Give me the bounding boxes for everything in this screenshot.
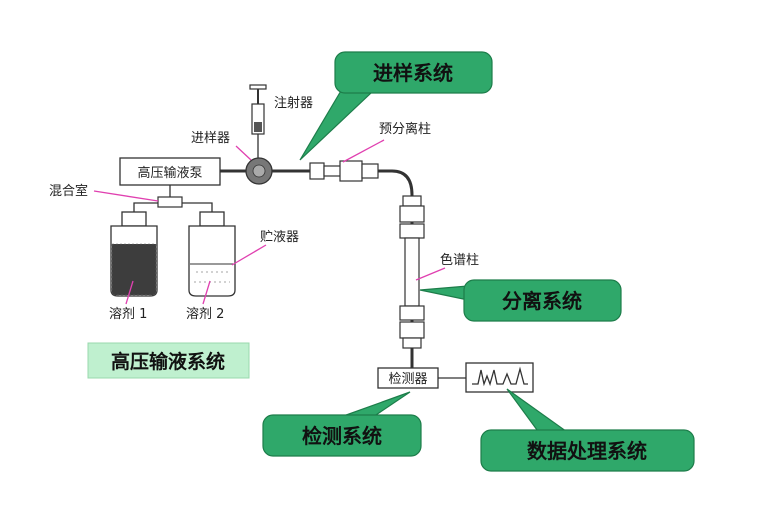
injector-label: 进样器 bbox=[191, 131, 230, 146]
pump-system-label-box: 高压输液系统 bbox=[87, 342, 250, 379]
chromatography-column bbox=[399, 195, 425, 349]
pump-label: 高压输液泵 bbox=[137, 165, 202, 181]
syringe bbox=[249, 84, 267, 158]
callout-detection-system: 检测系统 bbox=[262, 391, 422, 457]
separation-system-label: 分离系统 bbox=[502, 289, 582, 313]
solvent-bottle-2 bbox=[188, 211, 236, 297]
callout-data-system: 数据处理系统 bbox=[480, 388, 695, 472]
detection-system-label: 检测系统 bbox=[302, 424, 382, 448]
data-system-label: 数据处理系统 bbox=[527, 439, 647, 463]
solvent-bottle-1 bbox=[110, 211, 158, 297]
pump-system-label: 高压输液系统 bbox=[111, 350, 225, 373]
detector-box bbox=[377, 367, 439, 389]
solvent2-label: 溶剂 2 bbox=[186, 307, 224, 322]
injection-system-label: 进样系统 bbox=[373, 61, 453, 85]
callout-injection-system: 进样系统 bbox=[299, 51, 493, 161]
solvent1-label: 溶剂 1 bbox=[109, 307, 147, 322]
precolumn bbox=[309, 160, 379, 182]
column-label: 色谱柱 bbox=[440, 252, 479, 268]
callout-separation-system: 分离系统 bbox=[419, 279, 622, 322]
mixing-chamber bbox=[157, 196, 183, 208]
precolumn-label: 预分离柱 bbox=[379, 121, 431, 137]
reservoir-leader bbox=[231, 244, 267, 266]
precolumn-leader bbox=[342, 139, 385, 163]
column-leader bbox=[415, 267, 446, 281]
pump-box bbox=[119, 157, 221, 186]
chromatogram-plot bbox=[465, 362, 534, 393]
detector-label: 检测器 bbox=[388, 372, 427, 387]
mixer-label: 混合室 bbox=[49, 183, 88, 199]
solvent2-leader bbox=[202, 280, 211, 305]
solvent1-leader bbox=[125, 280, 134, 305]
reservoir-label: 贮液器 bbox=[260, 230, 299, 245]
syringe-label: 注射器 bbox=[274, 95, 313, 111]
injector-leader bbox=[235, 145, 252, 161]
mixer-leader bbox=[93, 190, 159, 202]
